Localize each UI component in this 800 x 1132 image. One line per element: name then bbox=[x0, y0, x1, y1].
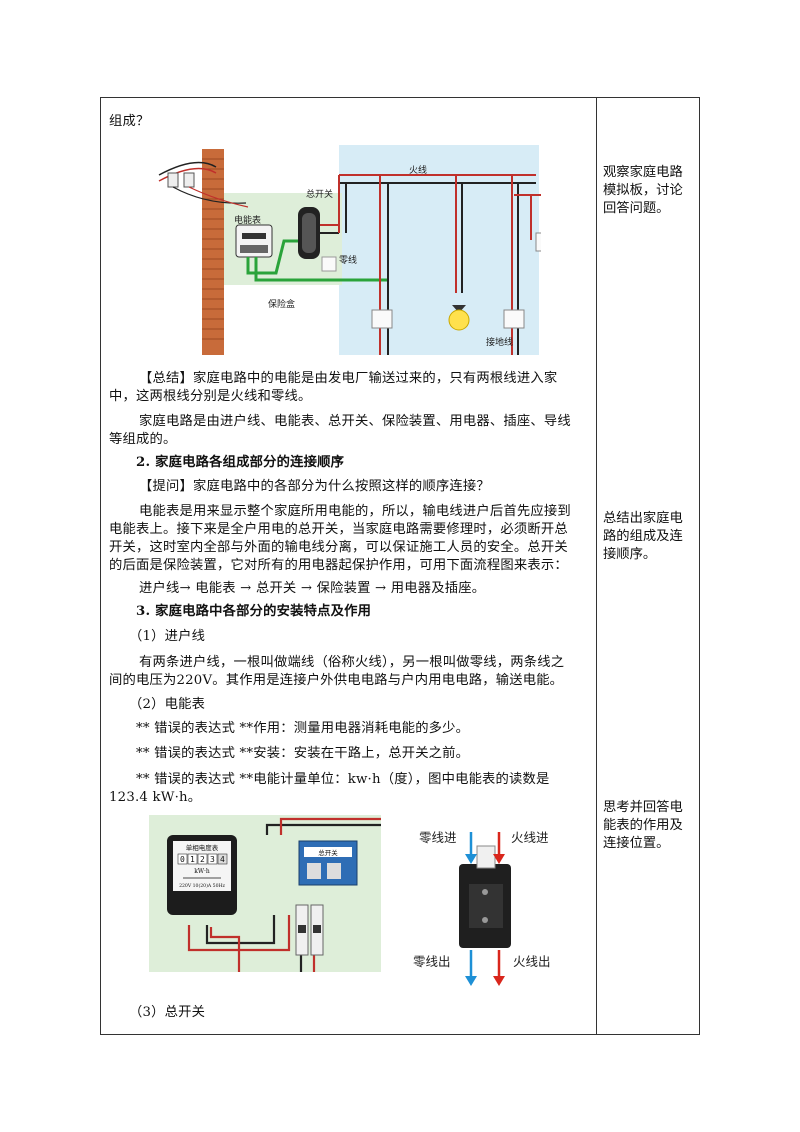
meter-spec: 220V 10(20)A 50Hz bbox=[179, 882, 225, 889]
meter-unit-line1: ** 错误的表达式 **电能计量单位：kw·h（度），图中电能表的读数是 bbox=[136, 772, 550, 787]
meter-digit: 3 bbox=[210, 855, 215, 864]
composition-line2: 等组成的。 bbox=[109, 432, 177, 447]
side-column: 观察家庭电路模拟板，讨论回答问题。 总结出家庭电路的组成及连接顺序。 思考并回答… bbox=[597, 98, 701, 1034]
label-meter: 电能表 bbox=[234, 214, 261, 226]
meter-digit: 1 bbox=[190, 855, 195, 864]
socket-icons bbox=[371, 309, 525, 329]
explain-line1: 电能表是用来显示整个家庭所用电能的，所以，输电线进户后首先应接到 bbox=[139, 504, 571, 519]
label-live-in: 火线进 bbox=[511, 830, 549, 845]
wall-switch-icon bbox=[535, 232, 541, 252]
label-neutral-in: 零线进 bbox=[419, 830, 457, 845]
neutral-out-arrow bbox=[465, 950, 477, 986]
live-in-arrow bbox=[493, 832, 505, 864]
insulators bbox=[158, 161, 249, 208]
lesson-table: 组成？ bbox=[100, 97, 700, 1035]
label-main-switch: 总开关 bbox=[306, 188, 333, 200]
label-ground-wire: 接地线 bbox=[486, 336, 513, 348]
meter-unit: kW·h bbox=[194, 868, 210, 875]
meter-wiring-diagram: 单相电度表 0 1 2 3 4 kW·h 220V 10(20)A 50Hz bbox=[149, 815, 381, 972]
fuse-icon bbox=[321, 256, 337, 272]
explain-line2: 电能表上。接下来是全户用电的总开关，当家庭电路需要修理时，必须断开总 bbox=[109, 522, 568, 537]
subheading-meter: （2）电能表 bbox=[129, 697, 206, 712]
meter-function: ** 错误的表达式 **作用：测量用电器消耗电能的多少。 bbox=[136, 721, 470, 736]
column-divider bbox=[596, 98, 597, 1034]
label-fuse-box: 保险盒 bbox=[268, 298, 295, 310]
breaker-photo-icon bbox=[459, 845, 511, 948]
meter-title: 单相电度表 bbox=[186, 843, 219, 852]
diagram2-wires bbox=[187, 817, 381, 972]
question-text: 【提问】家庭电路中的各部分为什么按照这样的顺序连接？ bbox=[139, 479, 490, 494]
side-note-observe: 观察家庭电路模拟板，讨论回答问题。 bbox=[603, 165, 683, 216]
summary-line1: 【总结】家庭电路中的电能是由发电厂输送过来的，只有两根线进入家 bbox=[139, 371, 558, 386]
meter-digit: 0 bbox=[180, 855, 185, 864]
heading-2: 2. 家庭电路各组成部分的连接顺序 bbox=[136, 455, 345, 470]
meter-digits: 0 1 2 3 4 bbox=[177, 853, 228, 865]
label-live-out: 火线出 bbox=[513, 954, 551, 969]
subheading-incoming-line: （1）进户线 bbox=[129, 629, 206, 644]
meter-install: ** 错误的表达式 **安装：安装在干路上，总开关之前。 bbox=[136, 746, 470, 761]
brick-wall bbox=[202, 149, 224, 355]
side-note-think: 思考并回答电能表的作用及连接位置。 bbox=[603, 800, 683, 851]
label-neutral-out: 零线出 bbox=[413, 954, 451, 969]
heading-3: 3. 家庭电路中各部分的安装特点及作用 bbox=[136, 604, 372, 619]
lamp-icon bbox=[448, 305, 470, 331]
meter-digit: 4 bbox=[220, 855, 225, 864]
main-switch-icon bbox=[298, 207, 320, 259]
meter-device-icon: 单相电度表 0 1 2 3 4 kW·h 220V 10(20)A 50Hz bbox=[167, 835, 237, 915]
intro-tail: 组成？ bbox=[109, 114, 150, 129]
live-out-arrow bbox=[493, 950, 505, 986]
neutral-in-arrow bbox=[465, 832, 477, 864]
explain-line3: 开关，这时室内全部与外面的输电线分离，可以保证施工人员的安全。总开关 bbox=[109, 540, 568, 555]
main-column: 组成？ bbox=[101, 98, 596, 1034]
side-note-summarize: 总结出家庭电路的组成及连接顺序。 bbox=[603, 511, 683, 562]
switch-box-label: 总开关 bbox=[318, 848, 338, 857]
household-circuit-diagram: 电能表 总开关 火线 零线 保险盒 接地线 bbox=[158, 145, 541, 355]
main-switch-box-icon: 总开关 bbox=[298, 840, 358, 886]
flow-chart-text: 进户线→ 电能表 → 总开关 → 保险装置 → 用电器及插座。 bbox=[139, 581, 486, 596]
explain-line4: 的后面是保险装置，它对所有的用电器起保护作用，可用下面流程图来表示： bbox=[109, 558, 568, 573]
composition-line1: 家庭电路是由进户线、电能表、总开关、保险装置、用电器、插座、导线 bbox=[139, 414, 571, 429]
meter-icon bbox=[235, 224, 273, 258]
label-neutral-wire: 零线 bbox=[339, 254, 357, 266]
summary-line2: 中，这两根线分别是火线和零线。 bbox=[109, 389, 312, 404]
incoming-line1: 有两条进户线，一根叫做端线（俗称火线），另一根叫做零线，两条线之 bbox=[139, 655, 565, 670]
meter-digit: 2 bbox=[200, 855, 205, 864]
breaker-icons bbox=[295, 904, 324, 956]
subheading-main-switch: （3）总开关 bbox=[129, 1005, 206, 1020]
switch-in-out-diagram: 零线进 火线进 零线出 火线出 bbox=[413, 830, 551, 986]
label-live-wire: 火线 bbox=[409, 164, 427, 176]
meter-unit-line2: 123.4 kW·h。 bbox=[109, 790, 202, 805]
incoming-line2: 间的电压为220V。其作用是连接户外供电电路与户内用电电路，输送电能。 bbox=[109, 673, 564, 688]
wiring bbox=[246, 174, 541, 355]
